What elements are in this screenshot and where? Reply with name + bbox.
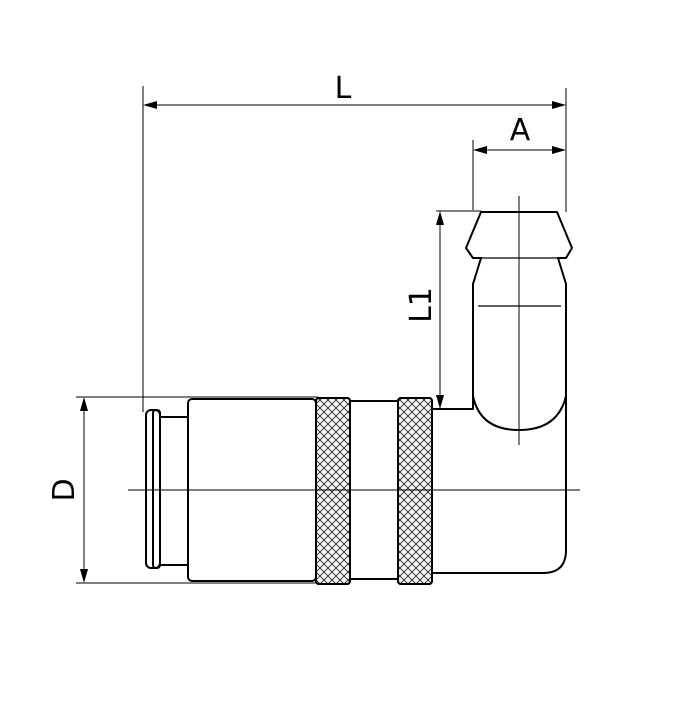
elbow-body <box>432 310 567 574</box>
dimension-label-d: D <box>47 478 82 501</box>
dimension-d: D <box>47 396 318 584</box>
dimension-label-l1: L1 <box>404 287 439 323</box>
knurled-ring-2 <box>397 397 433 585</box>
dimension-a: A <box>472 113 566 210</box>
dimension-l: L <box>142 71 567 412</box>
knurled-ring-1 <box>315 397 351 585</box>
dimension-label-l: L <box>335 71 352 106</box>
nose-groove <box>145 409 189 569</box>
dimension-label-a: A <box>510 113 531 148</box>
dimension-l1: L1 <box>404 210 481 409</box>
